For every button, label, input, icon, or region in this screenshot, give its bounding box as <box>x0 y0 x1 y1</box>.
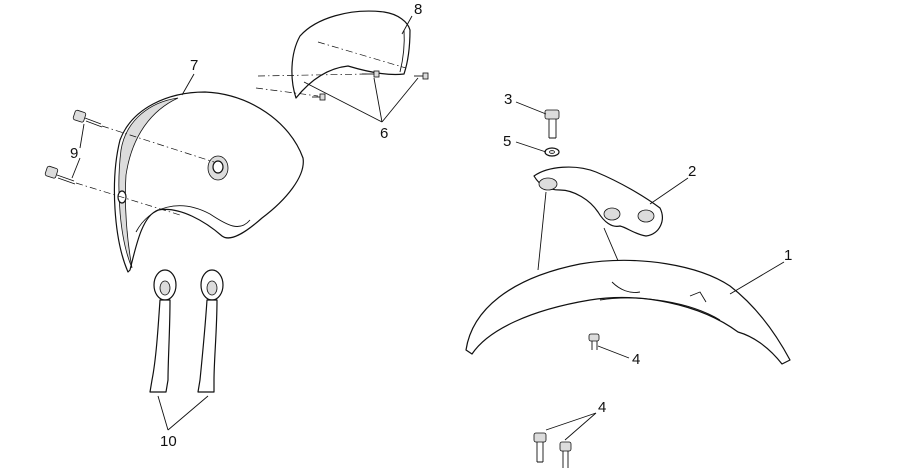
loose-screw <box>533 432 547 463</box>
mounting-arm-right <box>197 269 224 393</box>
fairing-screw-upper <box>72 109 103 128</box>
callout-2: 2 <box>688 163 696 180</box>
callout-9: 9 <box>70 145 78 162</box>
bracket-bolt <box>544 109 560 139</box>
assembly-line <box>101 125 215 163</box>
mudguard-screw <box>588 333 600 350</box>
visor-screw <box>362 70 380 78</box>
assembly-line <box>317 41 407 69</box>
assembly-line <box>255 87 319 97</box>
assembly-line <box>257 73 369 77</box>
callout-8: 8 <box>414 1 422 18</box>
headlight-fairing <box>113 91 304 273</box>
fairing-screw-lower <box>44 165 76 185</box>
callout-1: 1 <box>784 247 792 264</box>
washer <box>544 147 560 157</box>
callout-10: 10 <box>160 433 177 450</box>
leader-lines <box>71 15 785 441</box>
callout-5: 5 <box>503 133 511 150</box>
assembly-line <box>537 191 547 271</box>
loose-screw <box>559 441 572 468</box>
visor <box>291 10 411 99</box>
assembly-line <box>75 182 181 216</box>
callout-4a: 4 <box>632 351 640 368</box>
visor-screw <box>414 72 429 80</box>
front-mudguard <box>465 259 791 365</box>
callout-7: 7 <box>190 57 198 74</box>
callout-4b: 4 <box>598 399 606 416</box>
mudguard-bracket <box>533 166 663 237</box>
visor-screw <box>312 93 326 101</box>
callout-6: 6 <box>380 125 388 142</box>
callout-3: 3 <box>504 91 512 108</box>
mounting-arm-left <box>149 269 177 393</box>
